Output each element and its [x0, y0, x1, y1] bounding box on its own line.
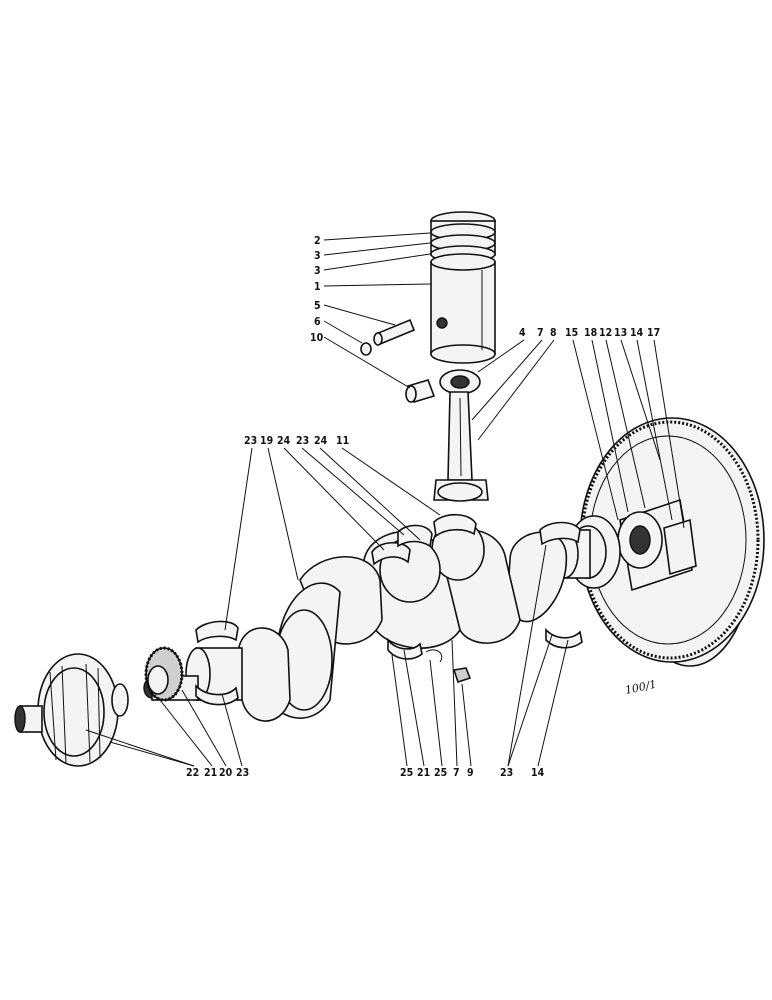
callout-17: 17	[647, 327, 660, 339]
crankshaft-gear	[144, 646, 184, 702]
callout-6: 6	[314, 316, 321, 328]
big-end-bearing-shell	[433, 513, 477, 538]
callout-23: 23	[236, 767, 249, 779]
big-end-nut	[452, 667, 472, 684]
callout-14: 14	[531, 767, 545, 779]
rear-main-bearing-shell	[539, 521, 581, 546]
callout-21: 21	[417, 767, 430, 779]
callout-9: 9	[467, 767, 474, 779]
callout-15: 15	[565, 327, 578, 339]
callout-3: 3	[314, 250, 321, 262]
callout-22: 22	[186, 767, 199, 779]
gudgeon-pin	[373, 318, 416, 346]
dowel-clip	[425, 649, 443, 663]
connecting-rod	[433, 369, 489, 502]
crankshaft-pulley	[14, 653, 129, 767]
callout-18: 18	[584, 327, 597, 339]
circlip	[360, 342, 372, 356]
callout-25: 25	[434, 767, 447, 779]
callout-23: 23	[500, 767, 513, 779]
main-bearing-shell-front	[195, 620, 239, 644]
callout-23: 23	[244, 435, 257, 447]
small-end-bush	[405, 379, 436, 403]
callout-10: 10	[310, 332, 324, 344]
callout-12: 12	[599, 327, 612, 339]
callout-19: 19	[260, 435, 273, 447]
flywheel-flange	[617, 498, 697, 592]
callout-5: 5	[314, 300, 321, 312]
callout-labels: 2 3 3 1 5 6 10 4 7 8 15 18 12 13 14 17 2…	[186, 235, 660, 779]
lower-bearing-shells	[195, 628, 583, 706]
callout-4: 4	[519, 327, 526, 339]
piston	[430, 211, 496, 364]
callout-1: 1	[314, 281, 321, 293]
callout-13: 13	[614, 327, 627, 339]
callout-2: 2	[314, 235, 321, 247]
callout-23: 23	[296, 435, 309, 447]
callout-24: 24	[277, 435, 291, 447]
callout-7: 7	[453, 767, 460, 779]
callout-7: 7	[537, 327, 544, 339]
callout-25: 25	[400, 767, 413, 779]
leader-lines	[85, 232, 685, 767]
drawing-reference: 100/1	[624, 678, 658, 697]
callout-11: 11	[336, 435, 349, 447]
callout-24: 24	[314, 435, 328, 447]
crankshaft	[143, 515, 621, 722]
callout-14: 14	[630, 327, 644, 339]
callout-3: 3	[314, 265, 321, 277]
callout-8: 8	[550, 327, 557, 339]
callout-21: 21	[204, 767, 217, 779]
callout-20: 20	[219, 767, 233, 779]
